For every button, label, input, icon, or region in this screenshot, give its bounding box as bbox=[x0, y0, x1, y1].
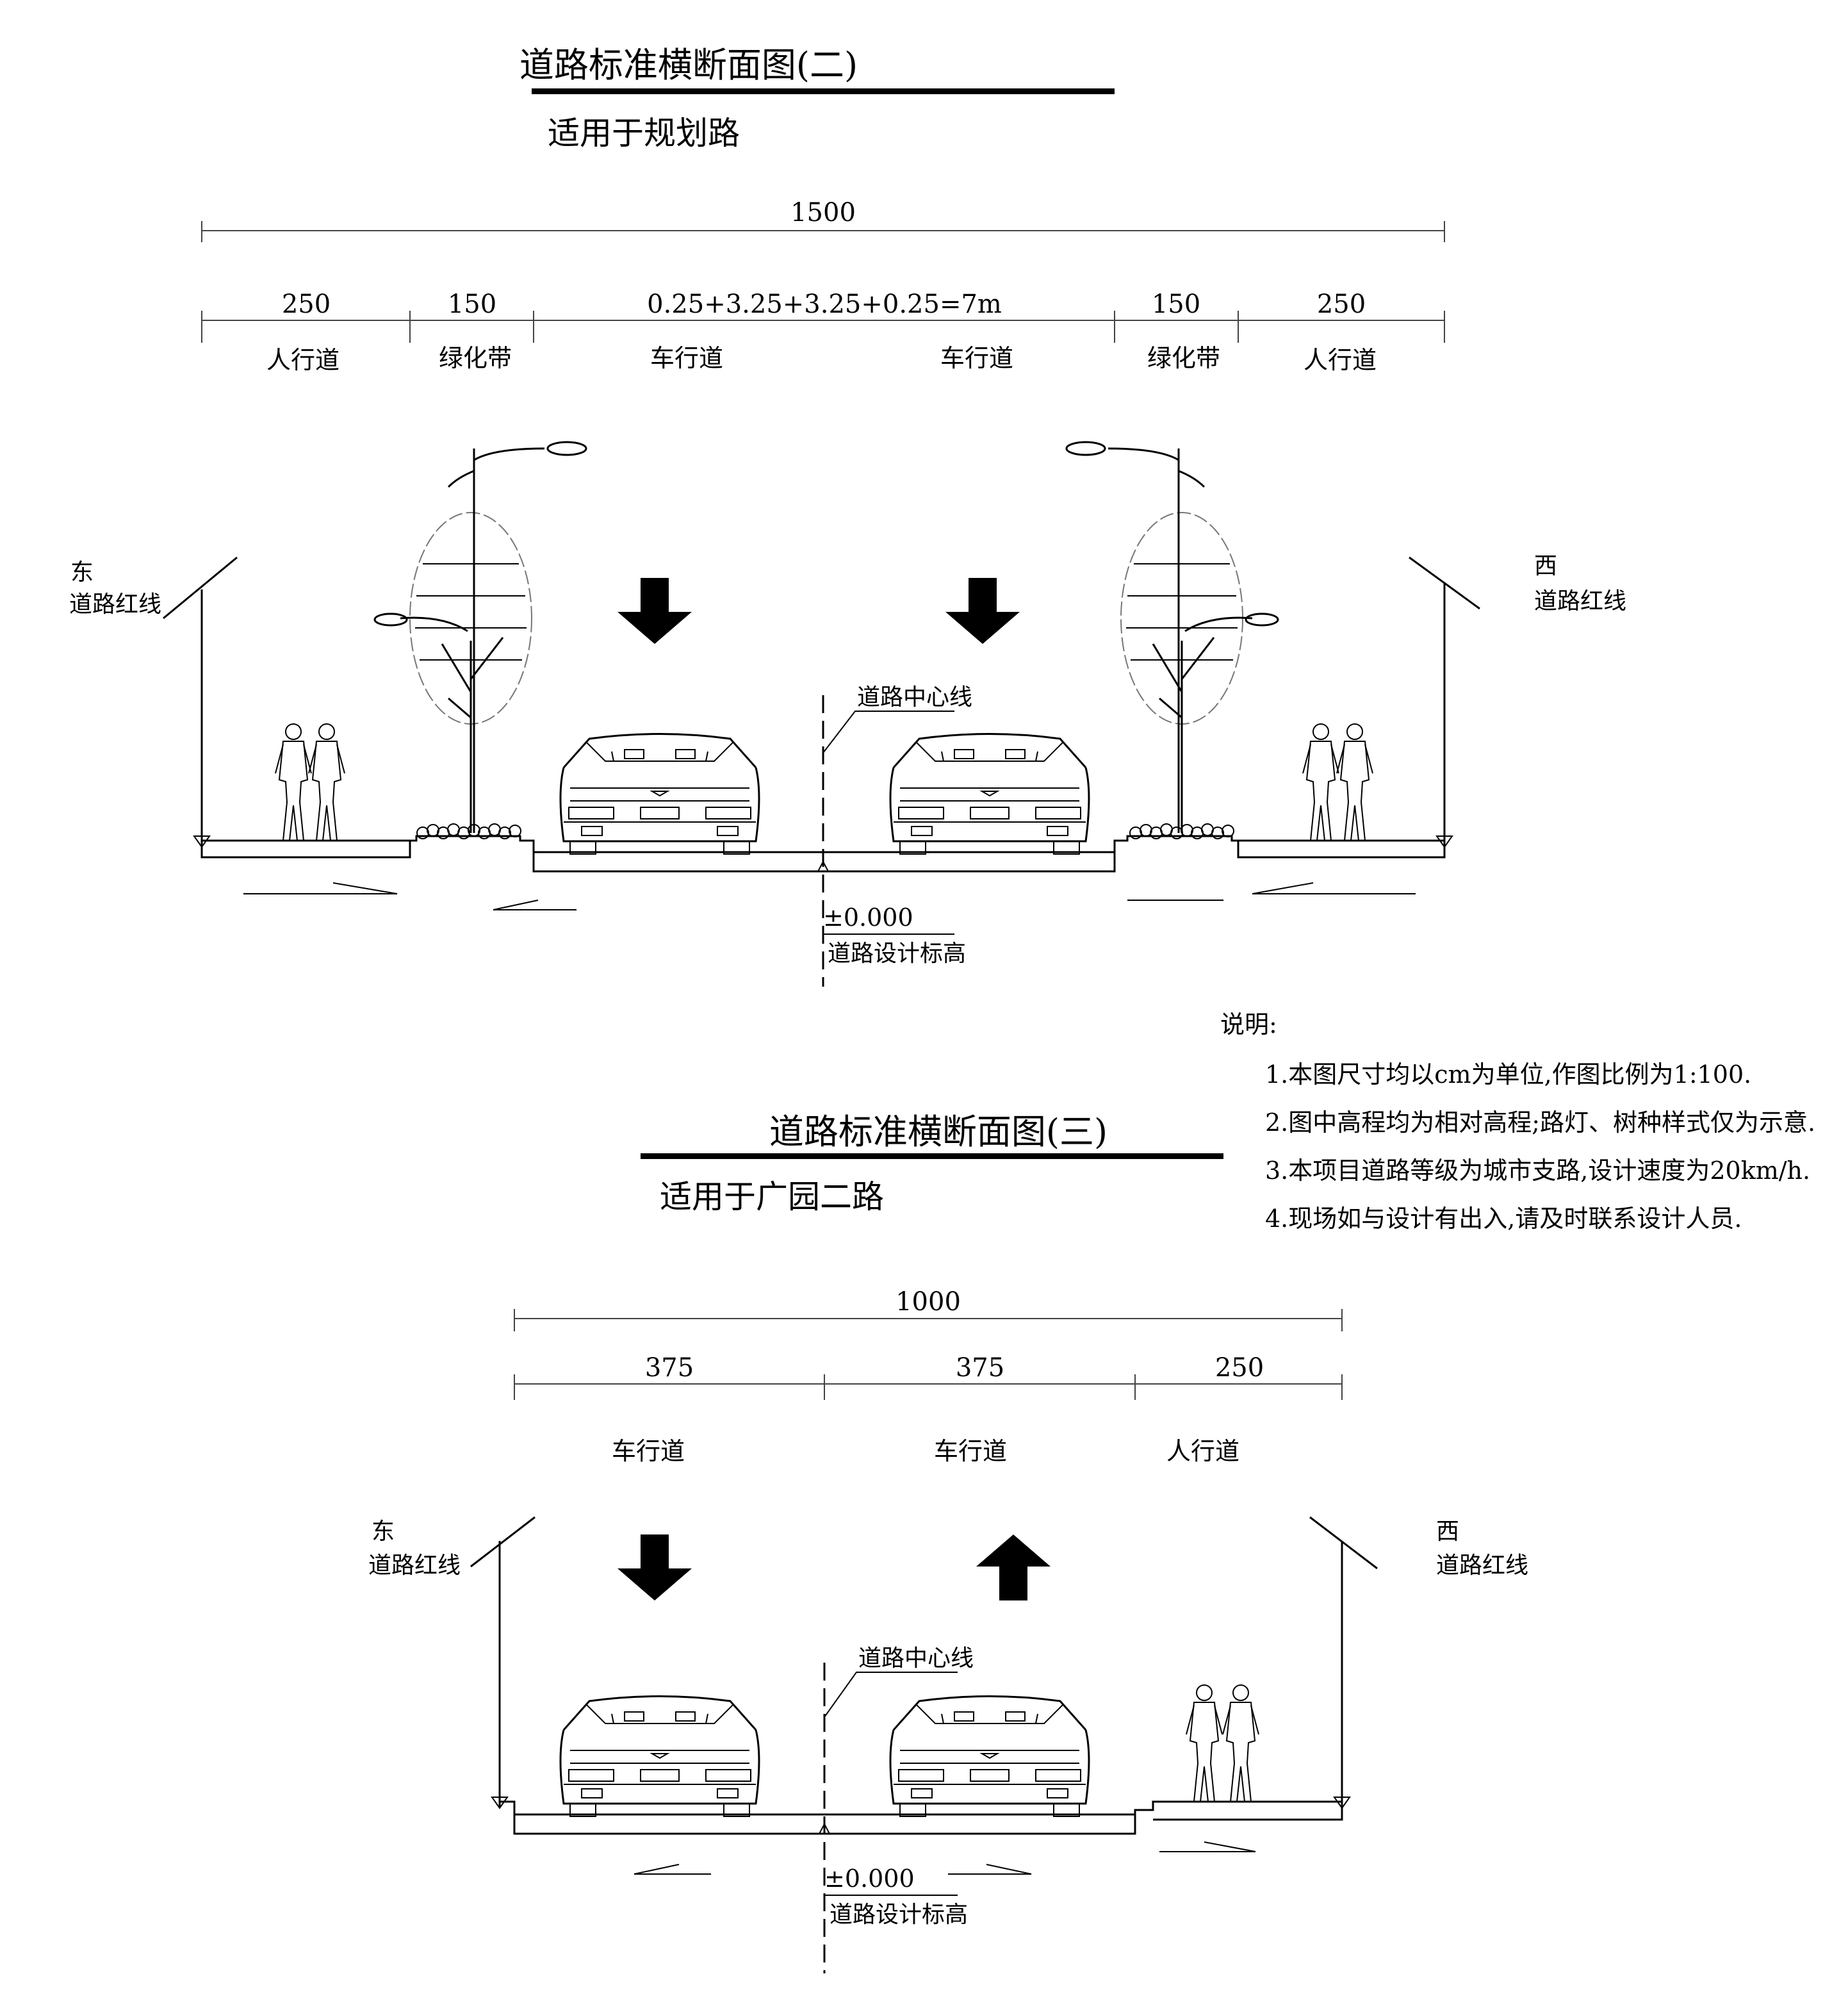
pedestrian-icon bbox=[1222, 1684, 1259, 1802]
car-icon bbox=[559, 733, 760, 855]
pedestrian-icon bbox=[275, 723, 312, 841]
elevation-label: 道路设计标高 bbox=[828, 941, 966, 967]
slope-arrows bbox=[634, 1841, 1256, 1875]
section3-dimension-lines bbox=[514, 1309, 1343, 1400]
zone-sidewalk-west: 人行道 bbox=[1304, 346, 1377, 374]
dim-sidewalk-west: 250 bbox=[1317, 290, 1366, 319]
car-icon bbox=[559, 1695, 760, 1818]
east-redline-marker bbox=[470, 1516, 536, 1809]
dim-greenbelt-east: 150 bbox=[448, 290, 496, 319]
centerline-leader bbox=[822, 711, 954, 753]
east-label: 东 bbox=[372, 1518, 395, 1545]
centerline-label: 道路中心线 bbox=[858, 1645, 974, 1672]
pedestrian-icon bbox=[1336, 723, 1373, 841]
street-lamp-icon bbox=[373, 441, 587, 833]
zone-sidewalk-east: 人行道 bbox=[266, 346, 339, 374]
note-item-2: 2.图中高程均为相对高程;路灯、树种样式仅为示意. bbox=[1265, 1108, 1815, 1137]
zone-greenbelt-east: 绿化带 bbox=[439, 344, 512, 372]
total-width: 1000 bbox=[895, 1287, 961, 1317]
zone-carriageway-west: 车行道 bbox=[940, 344, 1013, 372]
note-item-3: 3.本项目道路等级为城市支路,设计速度为20km/h. bbox=[1265, 1156, 1810, 1185]
section3-pavement bbox=[500, 1800, 1343, 1835]
title-underline bbox=[532, 88, 1115, 94]
up-arrow-icon bbox=[976, 1534, 1051, 1600]
dim-lane-west: 375 bbox=[956, 1353, 1004, 1383]
pedestrian-icon bbox=[1302, 723, 1339, 841]
section2-dimension-lines bbox=[201, 221, 1445, 343]
west-label: 西 bbox=[1436, 1518, 1459, 1545]
down-arrow-icon bbox=[617, 1534, 692, 1600]
west-label: 西 bbox=[1534, 553, 1557, 579]
total-width: 1500 bbox=[790, 198, 856, 227]
section3-subtitle: 适用于广园二路 bbox=[660, 1178, 884, 1215]
street-lamp-icon bbox=[1065, 441, 1279, 833]
centerline-leader bbox=[824, 1672, 958, 1718]
section3-title: 道路标准横断面图(三) bbox=[769, 1112, 1108, 1152]
west-redline-marker bbox=[1409, 556, 1480, 848]
zone-carriageway-east: 车行道 bbox=[650, 344, 723, 372]
zone-sidewalk: 人行道 bbox=[1166, 1437, 1239, 1465]
tree-icon bbox=[1120, 512, 1243, 833]
elevation-value: ±0.000 bbox=[823, 903, 913, 932]
pedestrian-icon bbox=[1186, 1684, 1223, 1802]
title-underline bbox=[641, 1153, 1223, 1159]
elevation-value: ±0.000 bbox=[824, 1864, 915, 1893]
car-icon bbox=[889, 1695, 1090, 1818]
dim-lane-east: 375 bbox=[645, 1353, 694, 1383]
slope-arrows bbox=[243, 882, 1416, 910]
notes-heading: 说明: bbox=[1220, 1010, 1277, 1039]
zone-carriageway-east: 车行道 bbox=[612, 1437, 685, 1465]
west-redline-label: 道路红线 bbox=[1436, 1552, 1528, 1579]
pedestrian-icon bbox=[308, 723, 345, 841]
dim-greenbelt-west: 150 bbox=[1152, 290, 1200, 319]
dim-carriageway: 0.25+3.25+3.25+0.25=7m bbox=[647, 290, 1002, 319]
zone-carriageway-west: 车行道 bbox=[934, 1437, 1007, 1465]
zone-greenbelt-west: 绿化带 bbox=[1147, 344, 1220, 372]
down-arrow-icon bbox=[617, 578, 692, 644]
section2-title: 道路标准横断面图(二) bbox=[519, 45, 858, 85]
east-label: 东 bbox=[70, 559, 94, 586]
east-redline-label: 道路红线 bbox=[368, 1552, 461, 1579]
centerline-label: 道路中心线 bbox=[857, 684, 972, 711]
note-item-4: 4.现场如与设计有出入,请及时联系设计人员. bbox=[1265, 1205, 1742, 1233]
east-redline-label: 道路红线 bbox=[69, 591, 161, 618]
tree-icon bbox=[409, 512, 532, 833]
west-redline-label: 道路红线 bbox=[1534, 588, 1626, 614]
west-redline-marker bbox=[1309, 1516, 1378, 1809]
down-arrow-icon bbox=[945, 578, 1020, 644]
east-redline-marker bbox=[163, 556, 238, 848]
dim-sidewalk-east: 250 bbox=[282, 290, 331, 319]
car-icon bbox=[889, 733, 1090, 855]
section2-subtitle: 适用于规划路 bbox=[548, 115, 740, 152]
elevation-label: 道路设计标高 bbox=[830, 1902, 968, 1928]
note-item-1: 1.本图尺寸均以cm为单位,作图比例为1:100. bbox=[1265, 1060, 1751, 1089]
dim-sidewalk: 250 bbox=[1215, 1353, 1264, 1383]
